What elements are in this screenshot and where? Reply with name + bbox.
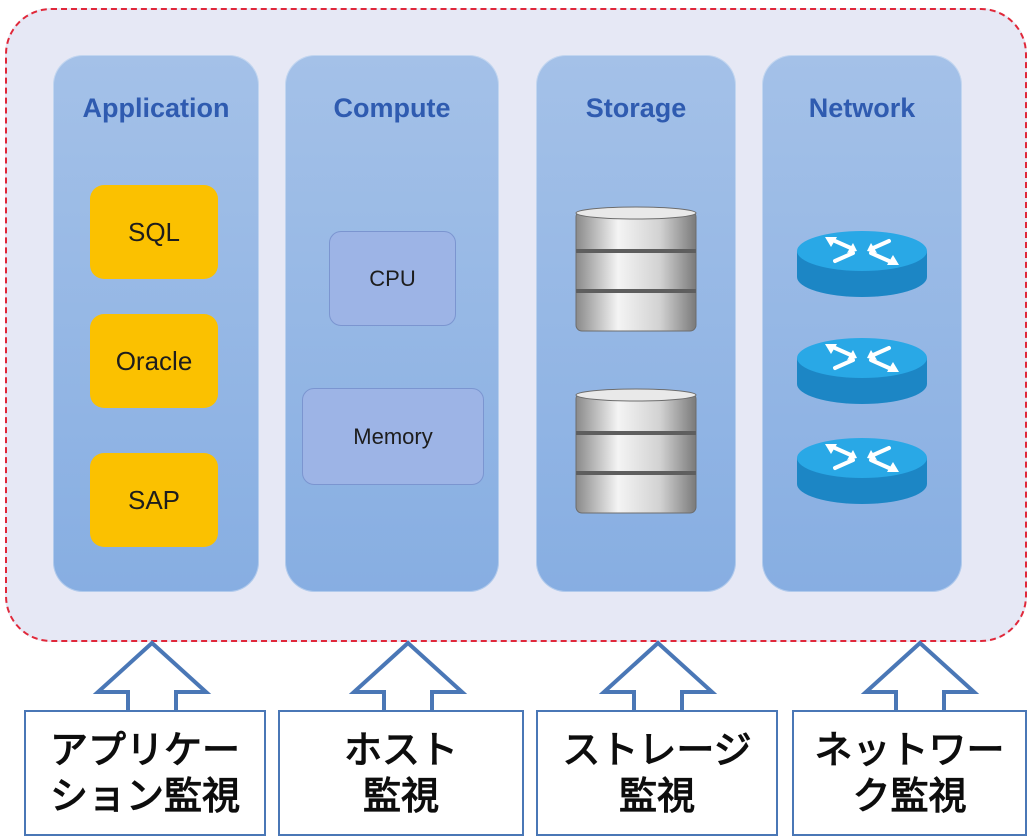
application-title: Application xyxy=(82,93,230,123)
database-icon xyxy=(575,388,697,514)
database-icon xyxy=(575,206,697,332)
router-icon xyxy=(797,338,927,404)
network-column: Network xyxy=(762,55,962,592)
network-title: Network xyxy=(808,93,916,123)
storage-monitoring-label: ストレージ 監視 xyxy=(536,710,778,836)
router-icon xyxy=(797,231,927,297)
sap-box: SAP xyxy=(90,453,218,547)
application-monitoring-label: アプリケー ション監視 xyxy=(24,710,266,836)
oracle-box: Oracle xyxy=(90,314,218,408)
compute-column: Compute CPU Memory xyxy=(285,55,499,592)
up-arrow-icon xyxy=(348,640,468,714)
storage-title: Storage xyxy=(585,93,687,123)
sql-box: SQL xyxy=(90,185,218,279)
up-arrow-icon xyxy=(598,640,718,714)
storage-column: Storage xyxy=(536,55,736,592)
application-column: Application SQL Oracle SAP xyxy=(53,55,259,592)
router-icon xyxy=(797,438,927,504)
host-monitoring-label: ホスト 監視 xyxy=(278,710,524,836)
up-arrow-icon xyxy=(860,640,980,714)
compute-title: Compute xyxy=(333,93,451,123)
up-arrow-icon xyxy=(92,640,212,714)
cpu-box: CPU xyxy=(329,231,456,326)
network-monitoring-label: ネットワー ク監視 xyxy=(792,710,1027,836)
memory-box: Memory xyxy=(302,388,484,485)
